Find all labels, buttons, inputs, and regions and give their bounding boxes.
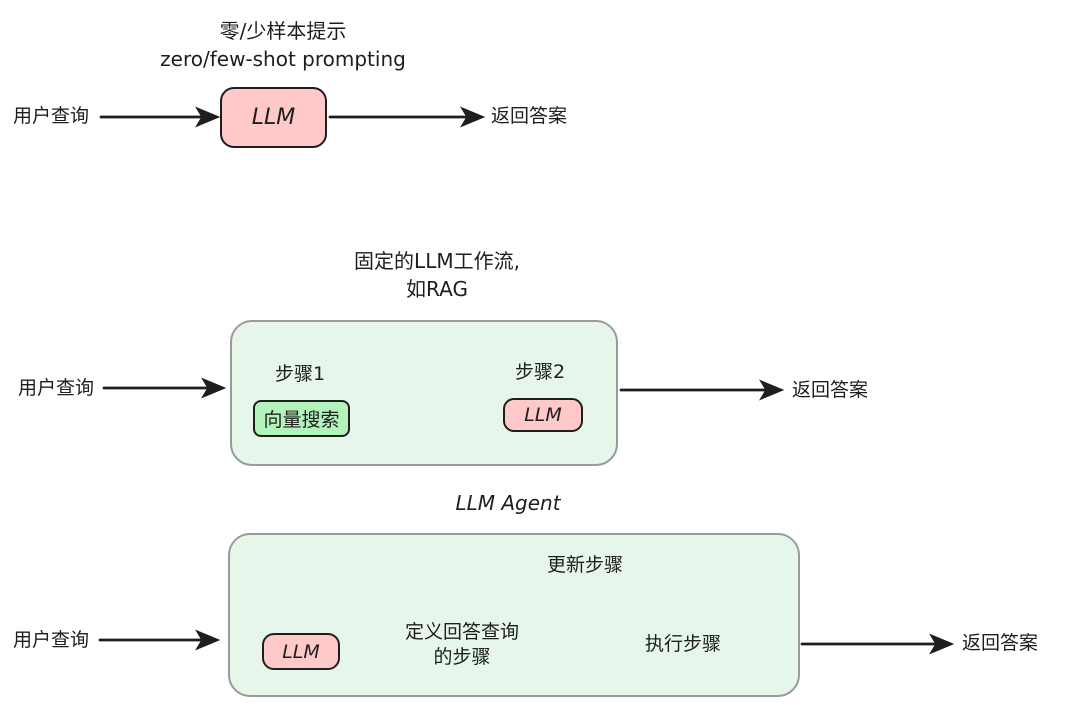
vector-search-label: 向量搜索 — [263, 409, 340, 431]
rag-title-line1: 固定的LLM工作流, — [354, 249, 520, 273]
user-query-label-1: 用户查询 — [13, 105, 90, 127]
llm-agent-container — [228, 533, 800, 697]
llm-box-3-label: LLM — [282, 640, 320, 663]
define-steps-line1: 定义回答查询 — [404, 621, 519, 643]
llm-agent-title: LLM Agent — [455, 491, 561, 515]
step2-label: 步骤2 — [514, 361, 566, 383]
llm-box-2-label: LLM — [524, 404, 562, 426]
define-steps-line2: 的步骤 — [433, 645, 491, 668]
rag-title-line2: 如RAG — [406, 277, 468, 301]
zero-few-shot-title-en: zero/few-shot prompting — [160, 47, 406, 71]
user-query-label-2: 用户查询 — [18, 377, 95, 399]
llm-box-1-label: LLM — [251, 105, 296, 130]
llm-box-2: LLM — [503, 398, 583, 432]
define-steps-label: 定义回答查询 的步骤 — [400, 620, 524, 669]
llm-box-3: LLM — [262, 633, 340, 670]
update-steps-label: 更新步骤 — [546, 554, 623, 576]
step1-label: 步骤1 — [274, 363, 326, 385]
rag-workflow-container — [230, 320, 618, 466]
return-answer-label-1: 返回答案 — [491, 105, 568, 127]
user-query-label-3: 用户查询 — [13, 629, 90, 651]
return-answer-label-2: 返回答案 — [792, 379, 869, 401]
llm-box-1: LLM — [220, 87, 327, 148]
execute-steps-label: 执行步骤 — [645, 633, 722, 655]
vector-search-box: 向量搜索 — [253, 400, 350, 437]
zero-few-shot-title-zh: 零/少样本提示 — [219, 19, 347, 43]
return-answer-label-3: 返回答案 — [962, 632, 1039, 654]
